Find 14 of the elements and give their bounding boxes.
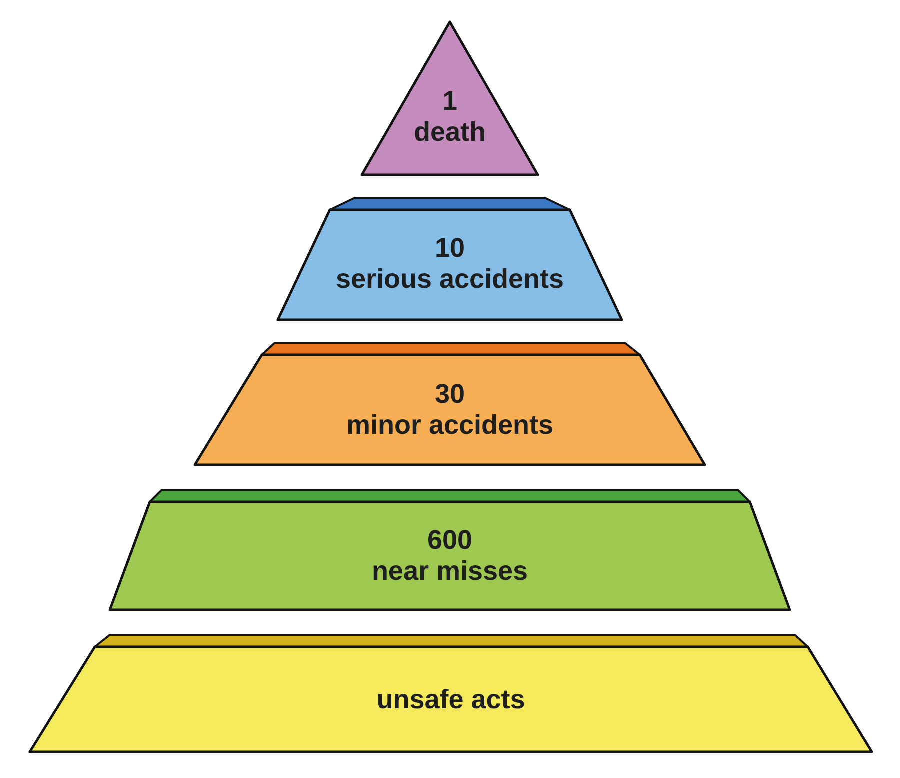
- tier-text: death: [414, 117, 486, 148]
- pyramid-tier: [108, 488, 792, 612]
- pyramid-tier: [358, 18, 542, 179]
- pyramid-tier: [276, 196, 624, 322]
- tier-text: serious accidents: [336, 264, 564, 295]
- tier-text: 30: [434, 379, 466, 410]
- pyramid-tier: [28, 633, 874, 754]
- pyramid-tier: [193, 341, 707, 467]
- tier-text: near misses: [372, 556, 528, 587]
- tier-text: minor accidents: [346, 410, 554, 441]
- tier-text: unsafe acts: [376, 684, 526, 716]
- tier-text: 1: [442, 86, 458, 117]
- tier-text: 600: [427, 525, 473, 556]
- tier-text: 10: [434, 233, 466, 264]
